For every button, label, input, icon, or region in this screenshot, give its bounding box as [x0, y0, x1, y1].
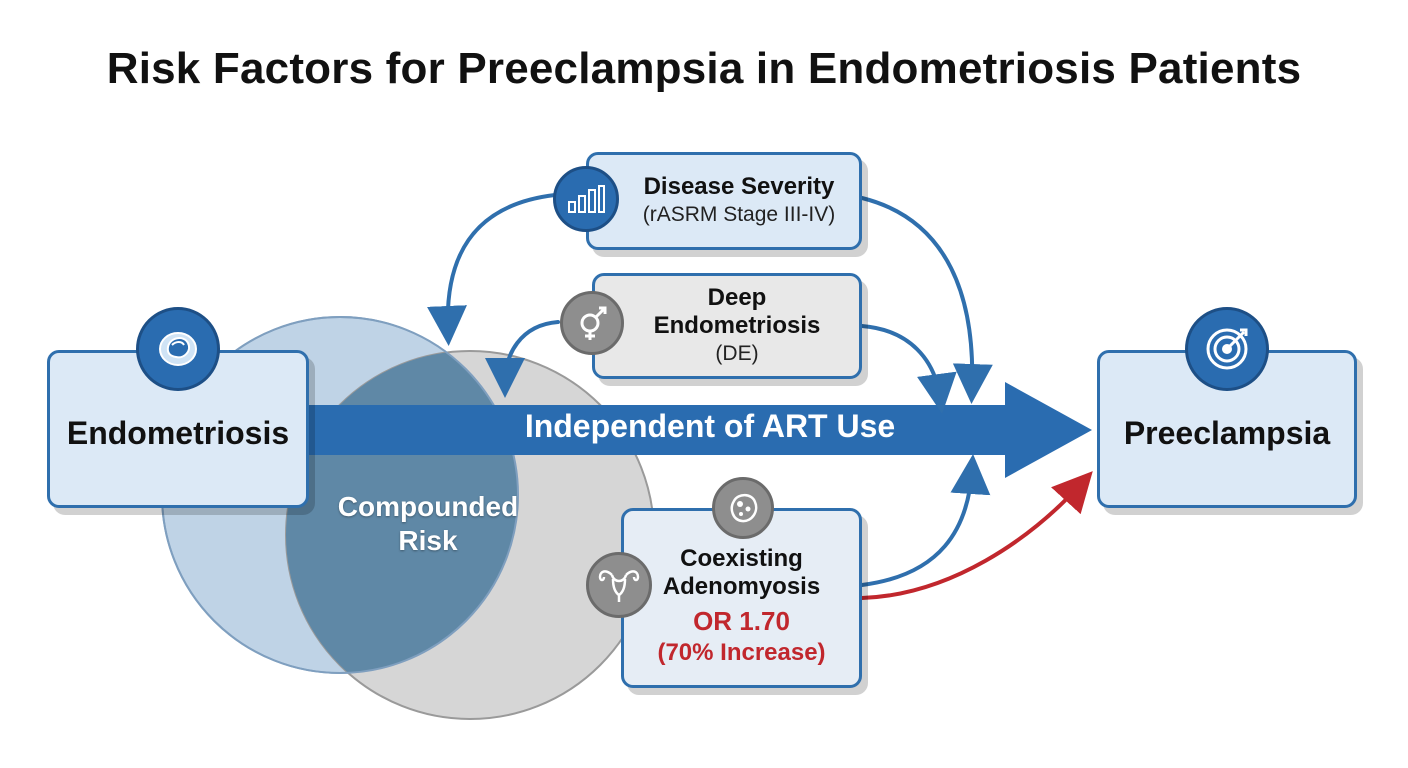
arrow-severity-to-arrow: [860, 196, 993, 404]
disease-severity-title: Disease Severity: [643, 173, 835, 200]
adenomyosis-title-1: Coexisting: [680, 545, 803, 572]
deep-endometriosis-subtitle: (DE): [715, 342, 759, 365]
disease-severity-node: Disease Severity (rASRM Stage III-IV): [586, 152, 862, 250]
arrow-adeno-to-preeclampsia: [860, 471, 1093, 600]
preeclampsia-label: Preeclampsia: [1123, 414, 1331, 451]
target-icon: [1185, 307, 1269, 391]
increase-value: (70% Increase): [657, 639, 826, 666]
arrow-de-to-arrow: [860, 324, 957, 414]
gender-symbol-icon: [560, 291, 624, 355]
deep-endometriosis-title-1: Deep: [707, 284, 767, 311]
arrow-de-to-venn: [485, 320, 560, 398]
adenomyosis-title-2: Adenomyosis: [662, 573, 821, 600]
odds-ratio-value: OR 1.70: [693, 606, 790, 636]
arrow-severity-to-venn: [426, 193, 557, 346]
disease-severity-subtitle: (rASRM Stage III-IV): [642, 203, 836, 226]
cell-icon: [712, 477, 774, 539]
compounded-risk-label: Compounded Risk: [318, 490, 538, 558]
arrow-adeno-to-arrow: [860, 454, 991, 587]
deep-endometriosis-title-2: Endometriosis: [653, 312, 821, 339]
diagram-title: Risk Factors for Preeclampsia in Endomet…: [106, 44, 1302, 93]
uterus-icon: [586, 552, 652, 618]
endometriosis-label: Endometriosis: [66, 414, 290, 451]
compounded-risk-line2: Risk: [398, 525, 458, 556]
bar-chart-icon: [553, 166, 619, 232]
main-arrow: [300, 382, 1092, 478]
endometrium-icon: [136, 307, 220, 391]
main-arrow-label: Independent of ART Use: [524, 408, 896, 444]
deep-endometriosis-node: Deep Endometriosis (DE): [592, 273, 862, 379]
compounded-risk-line1: Compounded: [337, 491, 519, 522]
